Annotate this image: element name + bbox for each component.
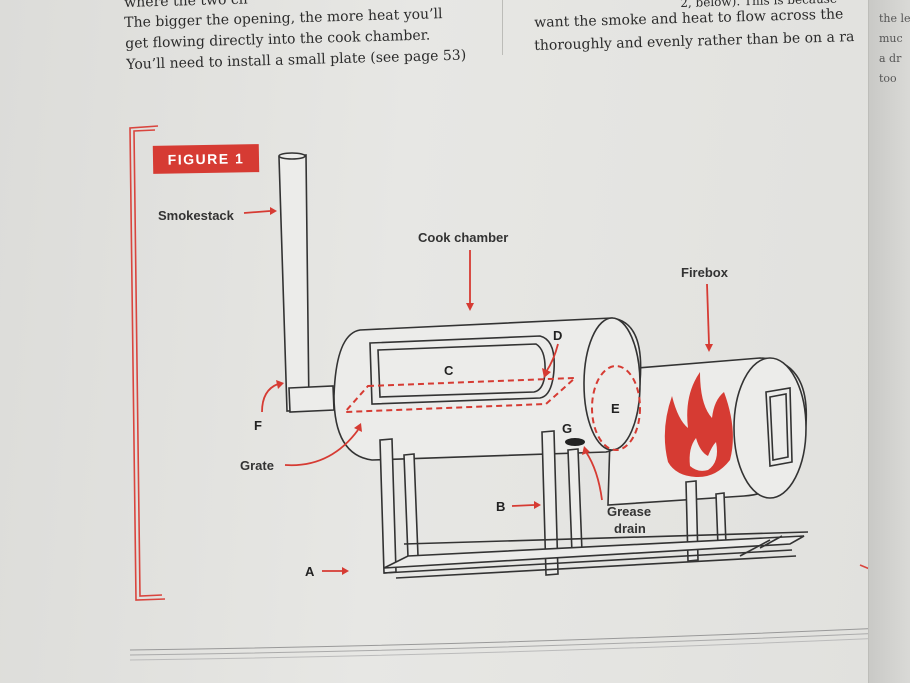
- smokestack-top: [278, 152, 306, 160]
- facing-page-edge: the le muc a dr too: [868, 0, 910, 683]
- letter-e: E: [611, 401, 620, 416]
- stand-leg: [567, 448, 583, 554]
- stand-base-rail: [395, 555, 797, 579]
- stand-rail-rung: [759, 535, 783, 549]
- arrow-head: [270, 207, 277, 215]
- grease-drain-label-line2: drain: [614, 521, 646, 536]
- b-arrow: [511, 504, 535, 507]
- side-text-line: too: [879, 72, 897, 85]
- frame-left-bracket-inner: [133, 129, 163, 597]
- firebox-opening: [591, 365, 641, 451]
- grease-arrow: [585, 451, 603, 501]
- frame-right-corner: [859, 564, 870, 571]
- page-rule: [129, 628, 870, 651]
- stand-base-rail: [383, 549, 793, 574]
- smokestack-elbow: [288, 385, 335, 413]
- firebox-label: Firebox: [681, 265, 729, 280]
- letter-c: C: [444, 363, 454, 378]
- book-page: where the two ch The bigger the opening,…: [0, 0, 870, 683]
- arrow-head: [466, 303, 474, 311]
- cook-chamber-body: [333, 317, 642, 461]
- frame-left-bracket: [129, 125, 166, 601]
- letter-b: B: [496, 499, 505, 514]
- firebox-door: [765, 387, 793, 467]
- firebox-door-end: [733, 357, 807, 499]
- letter-d: D: [553, 328, 562, 343]
- side-text-line: a dr: [879, 52, 902, 65]
- arrow-head: [342, 567, 349, 575]
- arrow-head: [582, 446, 590, 455]
- d-arrow: [545, 343, 559, 373]
- f-arrow: [261, 383, 279, 413]
- flame-icon-inner: [689, 438, 717, 471]
- cook-chamber-label: Cook chamber: [418, 230, 508, 245]
- arrow-head: [354, 423, 362, 432]
- side-text-line: the le: [879, 12, 910, 25]
- letter-g: G: [562, 421, 572, 436]
- stand-leg: [403, 453, 419, 558]
- stand-rail-rung: [739, 539, 771, 557]
- cook-chamber-end: [583, 317, 641, 451]
- cook-chamber-door: [369, 335, 556, 405]
- arrow-head: [705, 344, 713, 352]
- stand-leg: [715, 492, 727, 547]
- letter-f: F: [254, 418, 262, 433]
- grate-arrow: [284, 429, 359, 467]
- grease-drain-hole: [565, 438, 585, 446]
- smoker-diagram: Smokestack Cook chamber Firebox Grate Gr…: [129, 125, 870, 661]
- firebox-arrow: [706, 283, 710, 345]
- page-rule: [129, 633, 870, 656]
- side-text-line: muc: [879, 32, 903, 45]
- column-divider: [502, 0, 503, 55]
- firebox-door-inner: [769, 393, 789, 461]
- arrow-head: [542, 368, 551, 378]
- grease-drain-label-line1: Grease: [607, 504, 651, 519]
- smokestack-label: Smokestack: [158, 208, 235, 223]
- smokestack-pipe: [278, 154, 310, 412]
- stand-base-rail: [383, 535, 805, 569]
- smokestack-arrow: [243, 210, 271, 214]
- stand-base-rail: [403, 531, 809, 545]
- letter-a: A: [305, 564, 315, 579]
- grate-label: Grate: [240, 458, 274, 473]
- arrow-head: [534, 501, 541, 509]
- arrow-head: [276, 380, 284, 389]
- page-rule: [129, 638, 870, 661]
